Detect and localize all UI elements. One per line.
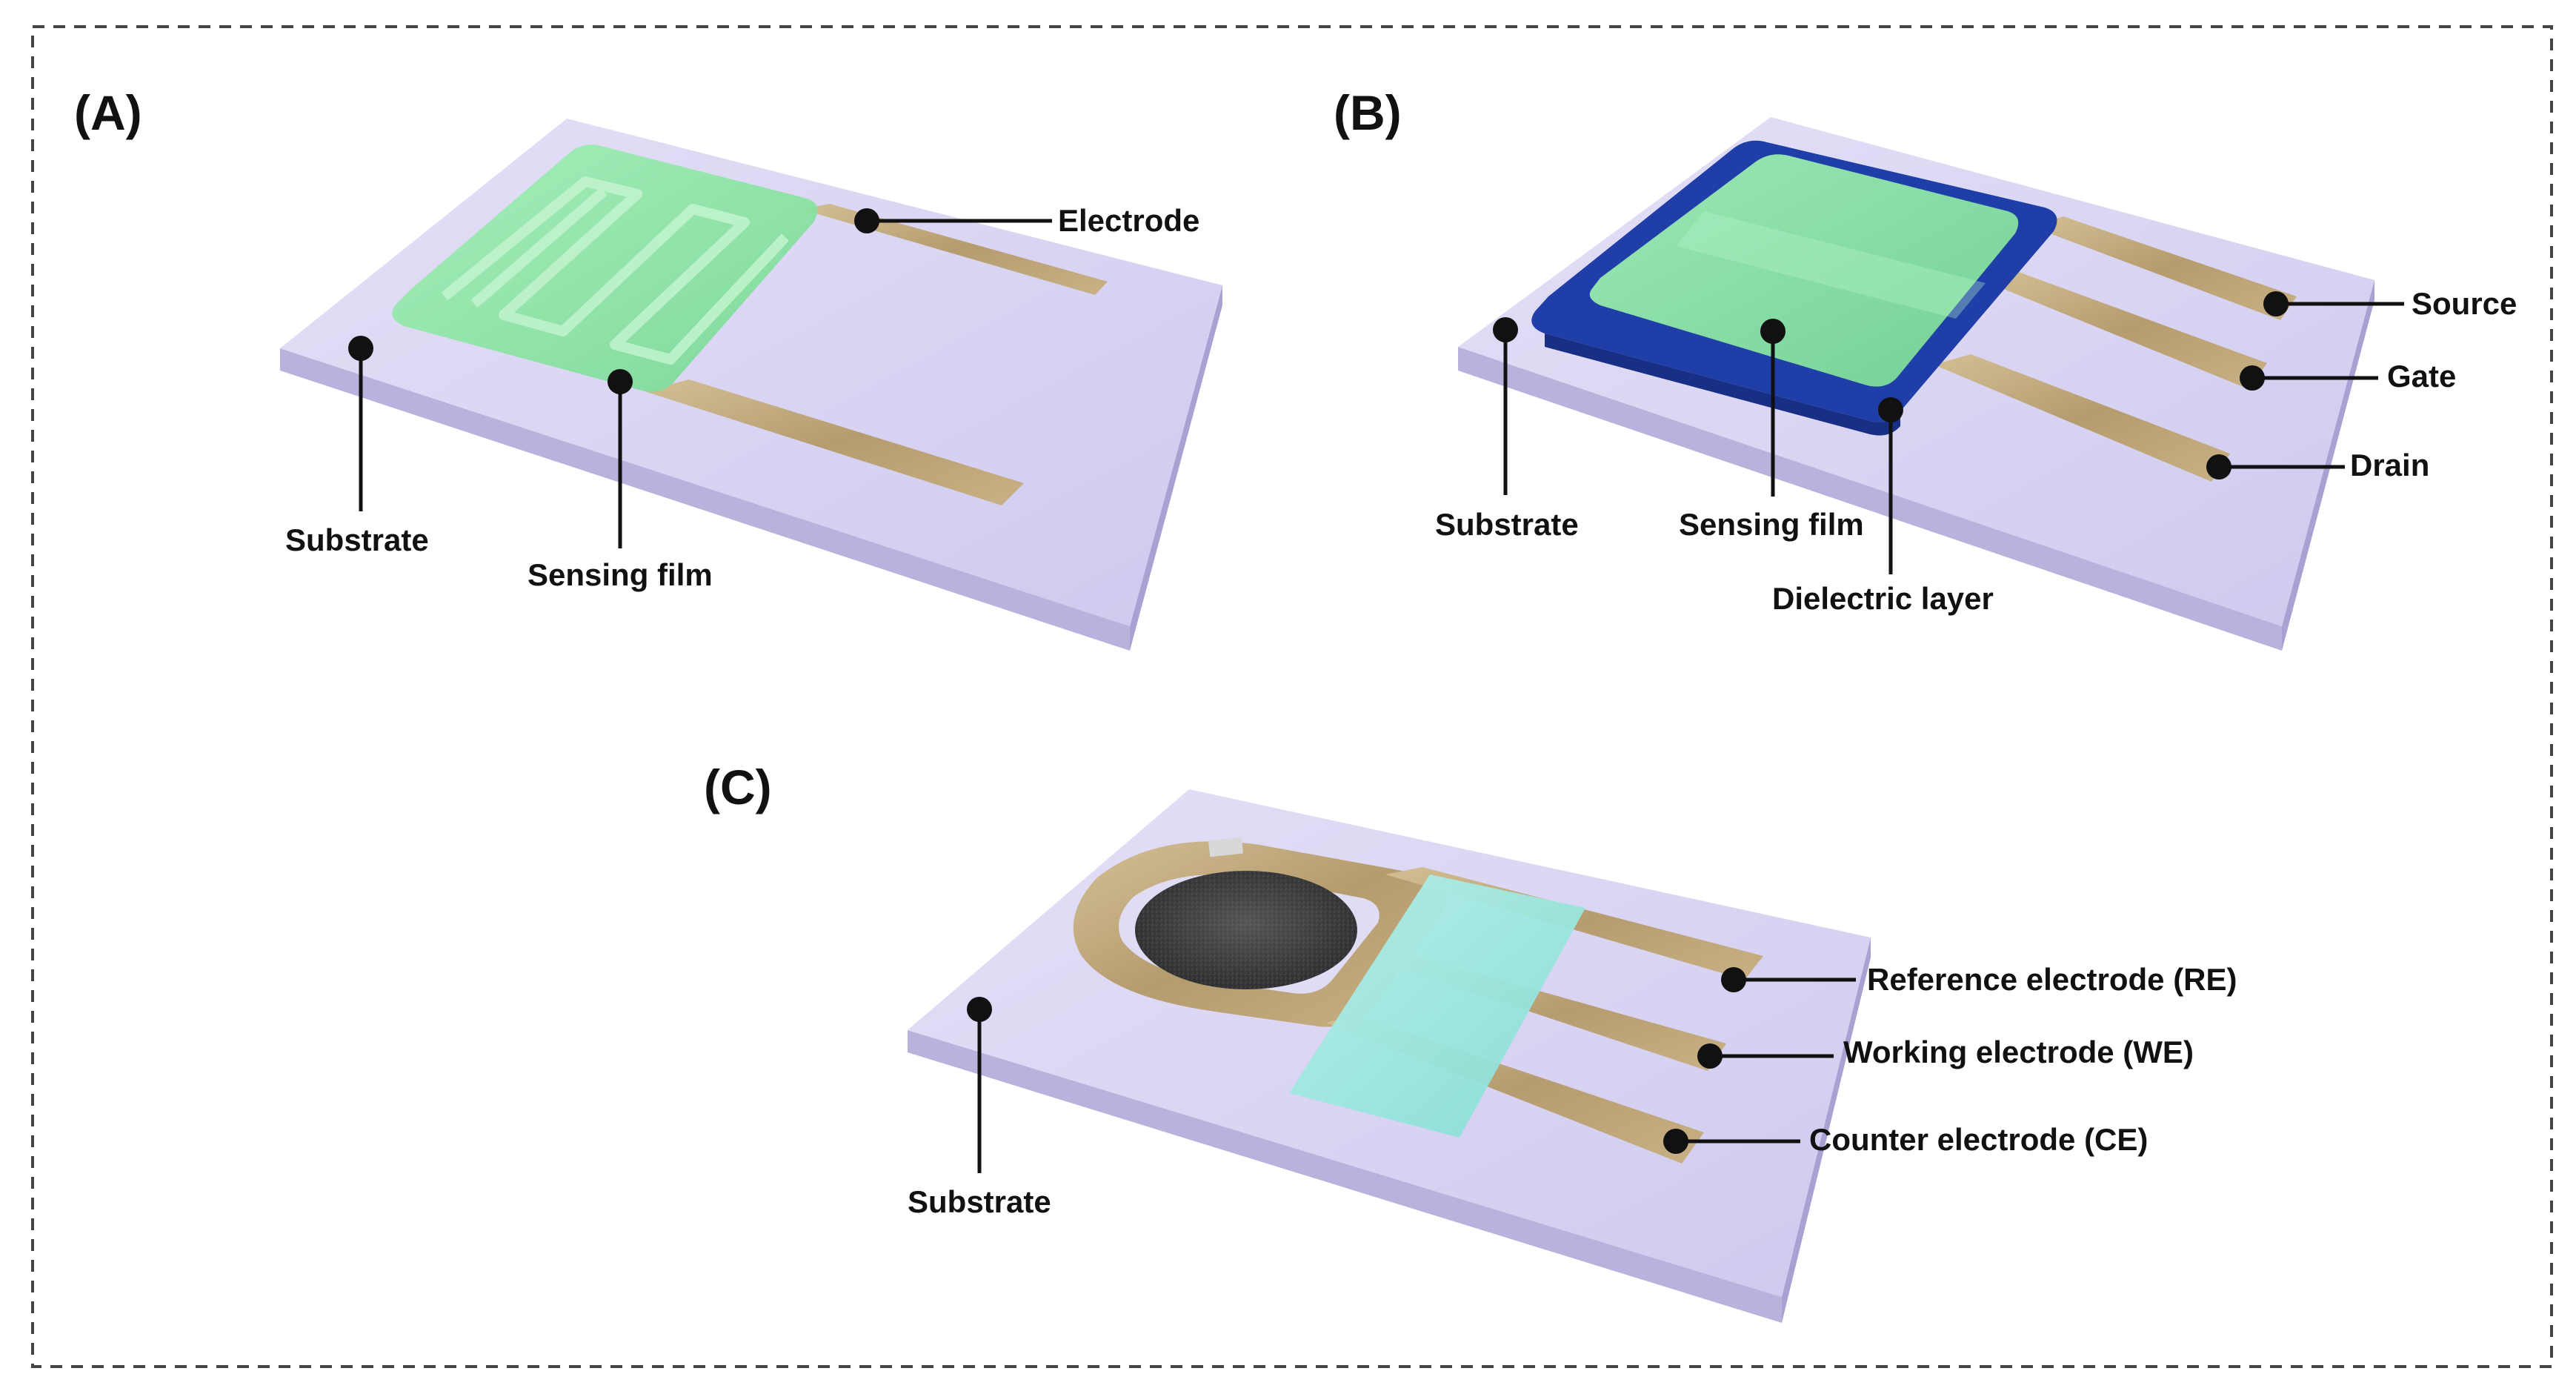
panel-c-ref-tab [1208, 837, 1244, 857]
panel-b-sensing-film-label: Sensing film [1679, 507, 1864, 542]
panel-b-letter: (B) [1334, 85, 1402, 140]
panel-b-drain-electrode [1934, 354, 2230, 482]
panel-c-counter-callout: Counter electrode (CE) [1663, 1122, 2148, 1157]
panel-b-gate-callout: Gate [2240, 359, 2456, 394]
panel-c-substrate-side-right [1782, 937, 1871, 1323]
panel-b-source-callout: Source [2263, 286, 2517, 321]
panel-b-sensing-film-highlight [1676, 211, 1986, 319]
panel-b: (B) Source Gate Drain [1334, 85, 2517, 651]
panel-c-working-callout: Working electrode (WE) [1697, 1035, 2194, 1069]
panel-b-sensing-film [1589, 154, 2019, 387]
panel-c: (C) Reference electrode (RE) Working ele… [704, 760, 2237, 1323]
panel-a-substrate-label: Substrate [285, 522, 429, 557]
panel-c-substrate-side [908, 1030, 1782, 1323]
panel-b-substrate-side [1458, 347, 2282, 651]
panel-c-letter: (C) [704, 760, 772, 814]
panel-a-substrate-callout: Substrate [285, 336, 429, 557]
panel-a-letter: (A) [74, 85, 142, 140]
panel-b-dielectric-layer-callout: Dielectric layer [1772, 397, 1994, 616]
panel-c-substrate-label: Substrate [908, 1184, 1051, 1219]
panel-c-insulation-band [1289, 874, 1585, 1138]
panel-a-substrate-side-right [1130, 285, 1222, 651]
panel-b-sensing-film-callout: Sensing film [1679, 319, 1864, 542]
panel-a-electrode-label: Electrode [1058, 203, 1199, 238]
panel-c-reference-callout: Reference electrode (RE) [1721, 962, 2237, 997]
panel-b-drain-callout: Drain [2206, 448, 2429, 482]
panel-a-interdigitated-electrode [441, 176, 790, 365]
panel-c-counter-label: Counter electrode (CE) [1809, 1122, 2148, 1157]
panel-b-substrate-callout: Substrate [1435, 317, 1579, 542]
panel-a-sensing-film-callout: Sensing film [527, 369, 713, 592]
panel-a-sensing-film-label: Sensing film [527, 557, 713, 592]
panel-b-gate-label: Gate [2387, 359, 2456, 394]
panel-b-drain-label: Drain [2350, 448, 2429, 482]
panel-b-source-label: Source [2412, 286, 2517, 321]
panel-c-substrate-callout: Substrate [908, 997, 1051, 1219]
panel-a-sensing-film [392, 145, 818, 392]
panel-b-substrate-label: Substrate [1435, 507, 1579, 542]
panel-a-electrode-callout: Electrode [854, 203, 1199, 238]
panel-c-reference-label: Reference electrode (RE) [1867, 962, 2237, 997]
panel-b-dielectric-layer-label: Dielectric layer [1772, 581, 1994, 616]
panel-c-working-label: Working electrode (WE) [1843, 1035, 2194, 1069]
panel-a: (A) Electrode Substrate Sensing film [74, 85, 1222, 651]
panel-b-dielectric-layer-edge [1545, 333, 1900, 436]
panel-a-substrate-side [280, 348, 1130, 651]
panel-b-source-electrode [2030, 216, 2297, 320]
panel-c-working-disc-texture [1135, 871, 1357, 989]
panel-a-electrode-bottom [645, 379, 1024, 505]
panel-b-gate-electrode [1986, 271, 2267, 389]
